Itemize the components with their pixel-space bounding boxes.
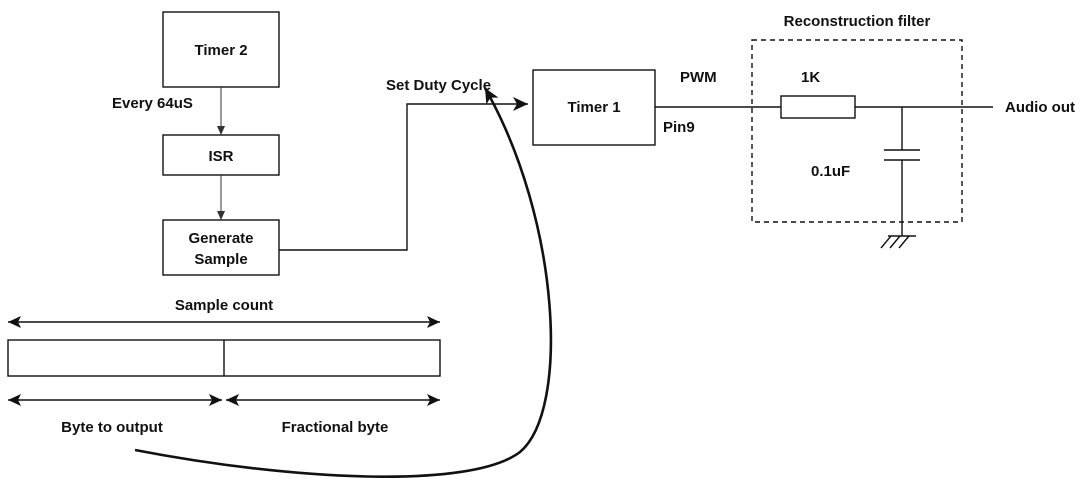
timer1-box: [532, 69, 656, 146]
resistor-label: 1K: [801, 69, 820, 86]
audio-out-label: Audio out: [1005, 99, 1075, 116]
generate-to-timer1-arrow: [279, 97, 528, 251]
isr-box: [162, 134, 280, 176]
timer-interval-label: Every 64uS: [112, 95, 193, 112]
resistor-1k: [780, 95, 856, 119]
pin9-label: Pin9: [663, 119, 695, 136]
fractional-byte-label: Fractional byte: [282, 419, 389, 436]
timer2-label: Timer 2: [194, 42, 247, 59]
pwm-label: PWM: [680, 69, 717, 86]
timer1-label: Timer 1: [567, 99, 620, 116]
ground-hatch-2: [889, 235, 901, 249]
ground-hatch-3: [898, 235, 910, 249]
generate-label-line1: Generate: [188, 230, 253, 247]
ground-hatch-1: [880, 235, 892, 249]
byte-to-duty-cycle-curve-arrow: [134, 87, 553, 478]
byte-to-output-label: Byte to output: [61, 419, 163, 436]
generate-label-line2: Sample: [194, 251, 247, 268]
generate-sample-box: [162, 219, 280, 276]
capacitor-label: 0.1uF: [811, 163, 850, 180]
isr-label: ISR: [208, 148, 233, 165]
set-duty-cycle-label: Set Duty Cycle: [386, 77, 491, 94]
reconstruction-filter-box: [751, 39, 963, 223]
sample-count-label: Sample count: [175, 297, 273, 314]
reconstruction-filter-label: Reconstruction filter: [784, 13, 931, 30]
timer2-box: [162, 11, 280, 88]
